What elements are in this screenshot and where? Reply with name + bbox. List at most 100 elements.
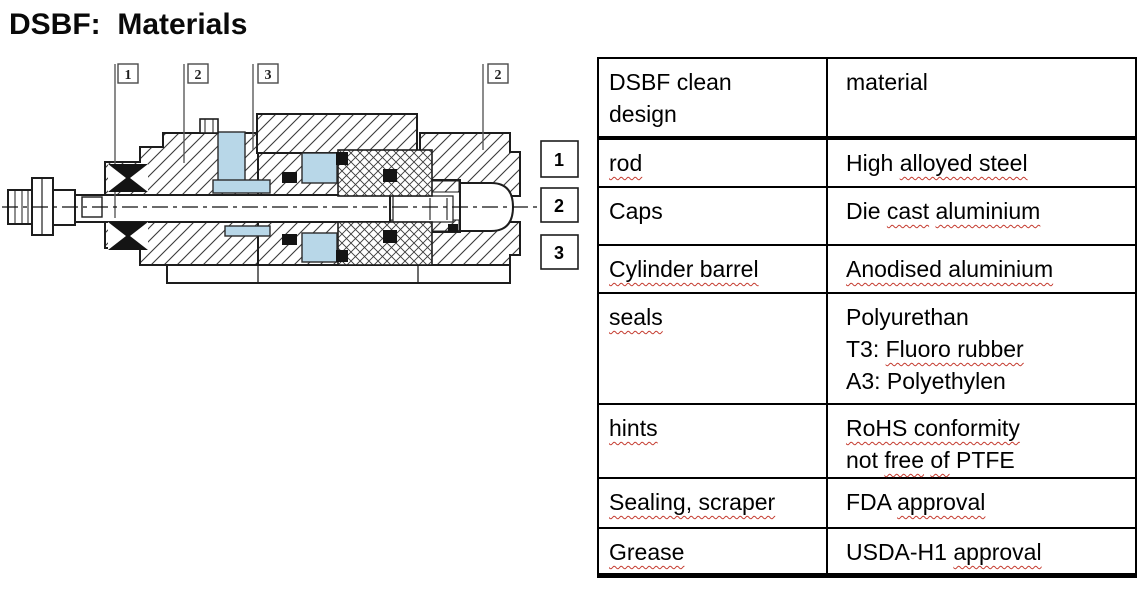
spellcheck-squiggle-text: rod: [609, 150, 643, 176]
spellcheck-squiggle-text: Fluoro rubber: [885, 336, 1024, 362]
piston-seal-top: [301, 152, 338, 184]
cell-text: PTFE: [949, 447, 1015, 473]
cell-line: FDA approval: [846, 486, 1129, 518]
materials-table: DSBF clean design material rod High alloye…: [597, 57, 1137, 578]
cell-text: FDA: [846, 489, 898, 515]
cell-design: seals: [599, 294, 828, 403]
cell-design: Caps: [599, 188, 828, 244]
cell-material: High alloyed steel: [828, 140, 1135, 186]
core-flats: [429, 198, 448, 220]
table-row: Caps Die cast aluminium: [599, 188, 1135, 246]
cylinder-body: [104, 113, 521, 274]
cell-design: Cylinder barrel: [599, 246, 828, 292]
spellcheck-squiggle-text: Grease: [609, 539, 685, 565]
spellcheck-squiggle-text: Cylinder barrel: [609, 256, 759, 282]
table-row: rod High alloyed steel: [599, 140, 1135, 188]
spellcheck-squiggle-text: Anodised aluminium: [846, 256, 1054, 282]
table-row: Sealing, scraper FDA approval: [599, 479, 1135, 529]
page-title: DSBF: Materials: [9, 8, 248, 41]
cell-line: Polyurethan: [846, 301, 1129, 333]
spellcheck-squiggle-text: hints: [609, 415, 658, 441]
cell-line: design: [609, 98, 820, 130]
cell-line: A3: Polyethylen: [846, 365, 1129, 397]
cell-line: T3: Fluoro rubber: [846, 333, 1129, 365]
callout-label: 3: [265, 68, 272, 83]
cell-text: T3:: [846, 336, 886, 362]
cell-line: rod: [609, 147, 820, 179]
cell-line: material: [846, 66, 1129, 98]
cell-line: Sealing, scraper: [609, 486, 820, 518]
cell-line: hints: [609, 412, 820, 444]
spellcheck-squiggle-text: cast: [886, 198, 930, 224]
bottom-plate: [166, 264, 511, 284]
cell-design: rod: [599, 140, 828, 186]
top-callouts: 1 2 3 2: [117, 63, 509, 84]
table-row: Grease USDA-H1 approval: [599, 529, 1135, 573]
table-row: hints RoHS conformity not free of PTFE: [599, 405, 1135, 479]
callout-label: 1: [125, 68, 132, 83]
cylinder-cross-section-diagram: 1 2 3 2 1 2 3: [2, 63, 579, 284]
cell-design: Sealing, scraper: [599, 479, 828, 527]
spellcheck-squiggle-text: RoHS conformity: [846, 415, 1020, 441]
cell-text: design: [609, 101, 677, 127]
spellcheck-squiggle-text: approval: [953, 539, 1042, 565]
callout-leader-lines: [114, 64, 484, 218]
spellcheck-squiggle-text: aluminium: [935, 198, 1041, 224]
piston-rod: [74, 194, 394, 223]
cell-design: Grease: [599, 529, 828, 573]
cell-line: Anodised aluminium: [846, 253, 1129, 285]
cell-material: Anodised aluminium: [828, 246, 1135, 292]
cell-material: RoHS conformity not free of PTFE: [828, 405, 1135, 477]
cell-text: High: [846, 150, 900, 176]
side-box-label: 3: [554, 243, 564, 263]
cell-line: not free of PTFE: [846, 444, 1129, 476]
seal-elements: [108, 152, 458, 262]
plate-seams: [257, 265, 419, 283]
cell-line: RoHS conformity: [846, 412, 1129, 444]
callout-label: 2: [195, 68, 202, 83]
cell-text: Die: [846, 198, 887, 224]
guide-strip-bottom: [224, 225, 271, 237]
cell-line: DSBF clean: [609, 66, 820, 98]
bleed-screw: [199, 118, 219, 134]
materials-table-header: DSBF clean design material: [599, 59, 1135, 140]
spellcheck-squiggle-text: of: [930, 447, 950, 473]
cell-line: High alloyed steel: [846, 147, 1129, 179]
cell-line: Die cast aluminium: [846, 195, 1129, 227]
side-number-boxes: 1 2 3: [540, 140, 579, 270]
piston-lower: [337, 221, 433, 266]
cell-text: Polyurethan: [846, 304, 969, 330]
cell-text: DSBF clean: [609, 69, 732, 95]
spellcheck-squiggle-text: free: [884, 447, 925, 473]
header-cell-material: material: [828, 59, 1135, 136]
spellcheck-squiggle-text: Sealing, scraper: [609, 489, 776, 515]
guide-strip-top: [212, 179, 271, 194]
spellcheck-squiggle-text: approval: [897, 489, 986, 515]
side-box-label: 1: [554, 150, 564, 170]
cell-design: hints: [599, 405, 828, 477]
cell-text: not: [846, 447, 885, 473]
table-row: Cylinder barrel Anodised aluminium: [599, 246, 1135, 294]
cell-material: FDA approval: [828, 479, 1135, 527]
cell-text: material: [846, 69, 928, 95]
cell-line: USDA-H1 approval: [846, 536, 1129, 568]
piston-seal-bottom: [301, 232, 338, 263]
cell-line: seals: [609, 301, 820, 333]
cell-line: Cylinder barrel: [609, 253, 820, 285]
callout-label: 2: [495, 68, 502, 83]
cell-material: USDA-H1 approval: [828, 529, 1135, 573]
cell-text: Caps: [609, 198, 663, 224]
cell-text: A3: Polyethylen: [846, 368, 1006, 394]
highlighted-parts: [212, 131, 338, 263]
cell-line: Grease: [609, 536, 820, 568]
spellcheck-squiggle-text: seals: [609, 304, 663, 330]
side-box-label: 2: [554, 196, 564, 216]
header-cell-design: DSBF clean design: [599, 59, 828, 136]
cushion-screw: [217, 131, 246, 183]
spellcheck-squiggle-text: alloyed steel: [899, 150, 1028, 176]
rod-core: [392, 195, 454, 223]
